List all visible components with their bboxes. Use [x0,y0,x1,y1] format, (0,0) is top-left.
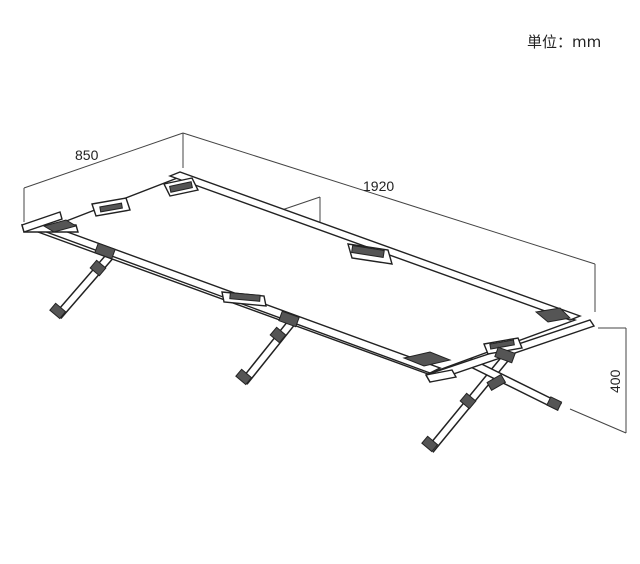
dimension-1920: 1920 [182,132,596,312]
left-end-bar [21,211,79,233]
strap-tab-back-left [162,177,200,197]
cot-fabric [36,176,578,375]
hinge-left [94,242,116,260]
unit-label: 単位：mm [527,33,602,51]
dimension-850: 850 [23,132,184,222]
strap-tab-front-right [483,337,523,355]
right-leg [421,352,563,453]
dimension-400: 400 [569,327,627,434]
strap-tab-front-middle [221,291,267,307]
dimension-1920-label: 1920 [363,178,394,194]
back-rail [168,171,582,321]
strap-tab-front-left [91,197,131,217]
dimension-400-label: 400 [607,369,623,393]
strap-tab-back-middle [347,243,393,265]
middle-leg [235,319,296,386]
hinge-middle [278,310,300,328]
left-leg [49,253,114,320]
hinge-right [486,346,516,392]
dimension-850-label: 850 [75,147,99,163]
